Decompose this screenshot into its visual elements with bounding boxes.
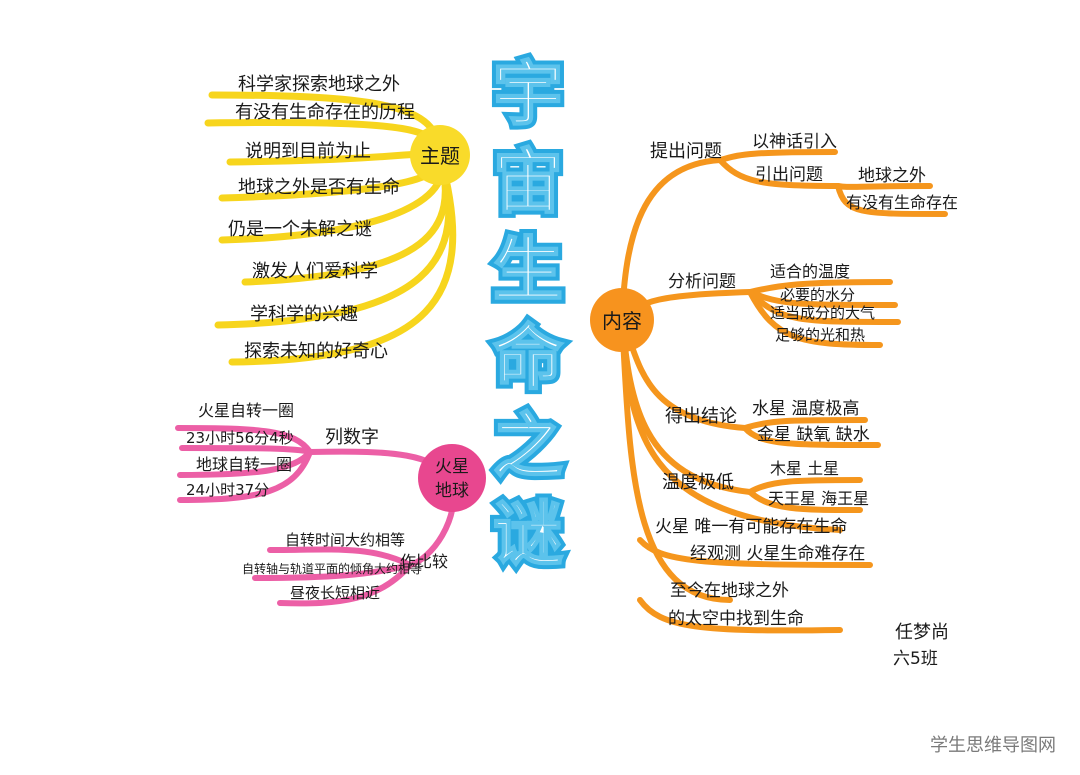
content-group-label: 温度极低 <box>662 472 734 493</box>
theme-item: 学科学的兴趣 <box>250 304 358 325</box>
content-item: 木星 土星 <box>770 459 839 478</box>
mars-earth-node-label-bottom: 地球 <box>435 481 469 501</box>
mars-earth-group-label: 列数字 <box>325 427 379 448</box>
title-char-inner: 生 <box>493 229 563 311</box>
content-node-label: 内容 <box>602 309 642 333</box>
theme-item: 地球之外是否有生命 <box>238 177 400 198</box>
mars-earth-node <box>418 444 486 512</box>
mars-earth-item: 23小时56分4秒 <box>186 429 294 447</box>
theme-item: 仍是一个未解之谜 <box>228 219 372 240</box>
content-item: 以神话引入 <box>752 132 837 152</box>
content-item: 适当成分的大气 <box>770 304 875 322</box>
content-item: 经观测 火星生命难存在 <box>690 544 865 564</box>
content-item: 水星 温度极高 <box>752 399 859 419</box>
mars-earth-item: 昼夜长短相近 <box>290 584 380 602</box>
theme-item: 有没有生命存在的历程 <box>235 102 415 123</box>
content-subitem: 有没有生命存在 <box>846 193 958 212</box>
title-char: 宙 <box>493 141 563 223</box>
title-char: 生 <box>493 229 563 311</box>
title-char-inner: 宇 <box>493 53 563 135</box>
mars-earth-item: 火星自转一圈 <box>198 401 294 420</box>
content-item: 的太空中找到生命 <box>668 609 804 629</box>
content-node <box>590 288 654 352</box>
theme-item: 探索未知的好奇心 <box>244 341 388 362</box>
content-item: 引出问题 <box>755 165 823 185</box>
title-char: 命 <box>493 317 563 399</box>
content-subitem: 地球之外 <box>858 166 926 186</box>
content-group-label: 分析问题 <box>668 272 736 292</box>
theme-node <box>410 125 470 185</box>
content-item: 金星 缺氧 缺水 <box>757 425 870 445</box>
title-char-inner: 之 <box>493 405 563 487</box>
content-item: 天王星 海王星 <box>768 489 869 508</box>
content-group-label: 提出问题 <box>650 141 722 162</box>
title-char: 宇 <box>493 53 563 135</box>
content-group-label: 火星 唯一有可能存在生命 <box>655 517 847 537</box>
signature-name: 任梦尚 <box>895 622 949 643</box>
mars-earth-item: 地球自转一圈 <box>196 455 292 474</box>
title-char-inner: 命 <box>493 317 563 399</box>
title-char-inner: 谜 <box>493 493 563 575</box>
theme-node-label: 主题 <box>420 144 460 168</box>
mars-earth-item: 自转时间大约相等 <box>285 531 405 549</box>
content-item: 必要的水分 <box>780 286 855 304</box>
mars-earth-group-label: 作比较 <box>400 552 448 571</box>
content-item: 足够的光和热 <box>775 326 865 344</box>
title-char-inner: 宙 <box>493 141 563 223</box>
content-group-label: 得出结论 <box>665 406 737 427</box>
watermark: 学生思维导图网 <box>930 735 1056 756</box>
signature-class: 六5班 <box>893 649 938 669</box>
title-char: 谜 <box>493 493 563 575</box>
mars-earth-node-label-top: 火星 <box>435 457 469 477</box>
title-char: 之 <box>493 405 563 487</box>
mars-earth-item: 自转轴与轨道平面的倾角大约相等 <box>242 561 422 576</box>
theme-item: 激发人们爱科学 <box>252 261 378 282</box>
mars-earth-item: 24小时37分 <box>186 481 269 499</box>
content-item: 适合的温度 <box>770 262 850 281</box>
theme-item: 说明到目前为止 <box>245 141 371 162</box>
content-group-label: 至今在地球之外 <box>670 581 789 601</box>
theme-item: 科学家探索地球之外 <box>238 74 400 95</box>
